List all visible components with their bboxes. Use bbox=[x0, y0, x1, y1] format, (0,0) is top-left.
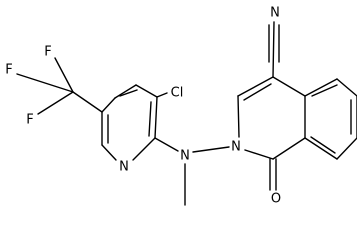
bond bbox=[304, 137, 338, 160]
bond bbox=[336, 137, 357, 160]
bond bbox=[101, 144, 117, 161]
bond bbox=[101, 97, 116, 113]
bond bbox=[154, 137, 179, 152]
atom-label-isoquinolinone-nitrogen: N bbox=[231, 140, 241, 155]
bond bbox=[311, 84, 338, 97]
bond bbox=[237, 76, 274, 97]
bond bbox=[272, 21, 275, 78]
atom-label-chlorine: Cl bbox=[171, 86, 184, 101]
atom-label-fluorine-1: F bbox=[44, 45, 51, 60]
bond bbox=[272, 76, 306, 97]
atom-label-amine-nitrogen: N bbox=[180, 149, 190, 164]
bond bbox=[72, 91, 103, 113]
bond bbox=[244, 149, 274, 160]
bond bbox=[237, 95, 240, 138]
bond bbox=[148, 101, 152, 137]
bond bbox=[114, 84, 137, 99]
bond bbox=[16, 73, 74, 93]
bond bbox=[304, 78, 338, 97]
bond bbox=[54, 57, 74, 93]
atom-label-pyridine-nitrogen: N bbox=[119, 160, 129, 175]
bond bbox=[272, 137, 306, 160]
bond bbox=[154, 96, 158, 139]
bond bbox=[135, 84, 158, 98]
atom-label-nitrile-nitrogen: N bbox=[270, 6, 280, 21]
bond bbox=[156, 92, 168, 98]
atom-label-carbonyl-oxygen: O bbox=[271, 192, 281, 207]
bond bbox=[336, 78, 357, 97]
bond bbox=[37, 91, 74, 115]
atom-label-fluorine-3: F bbox=[26, 113, 33, 128]
bond bbox=[192, 146, 230, 153]
bond bbox=[243, 83, 272, 101]
bond bbox=[310, 136, 336, 154]
atom-label-fluorine-2: F bbox=[5, 63, 12, 78]
bond bbox=[132, 137, 156, 161]
bond bbox=[119, 89, 138, 97]
structure-diagram: F F F Cl N N N N O bbox=[5, 6, 357, 207]
